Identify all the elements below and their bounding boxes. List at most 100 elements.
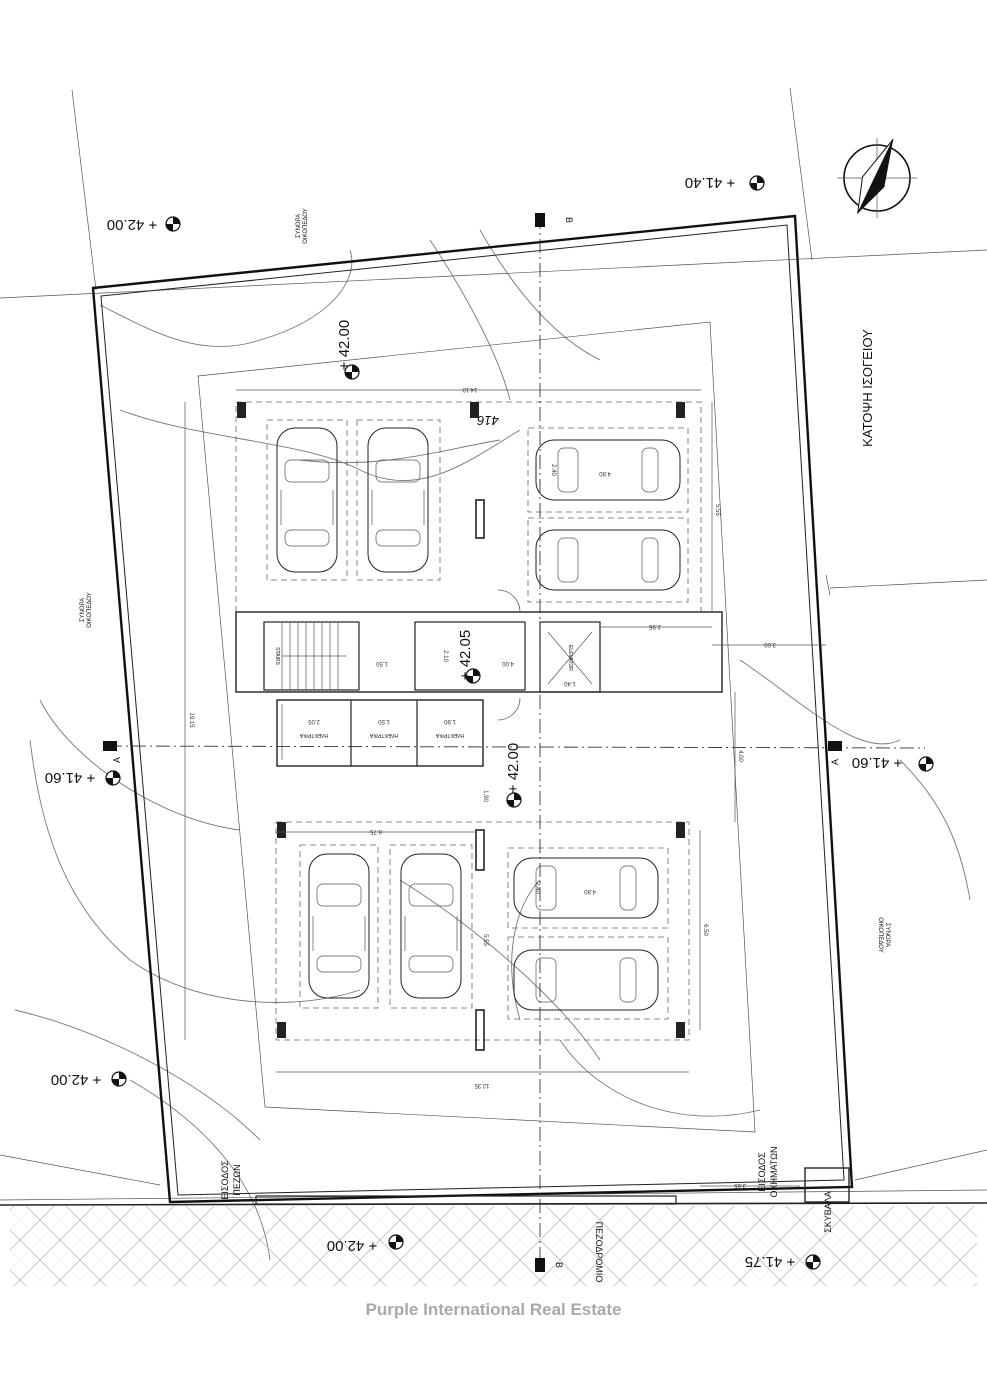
- watermark-text: Purple International Real Estate: [365, 1300, 622, 1319]
- section-a-label: A: [830, 759, 840, 765]
- boundary-label: ΣΥΝΟΡΑ: [296, 214, 302, 238]
- dimension-label: 4.00: [502, 660, 514, 666]
- building-core: [235, 589, 723, 721]
- parking-stall: [266, 419, 348, 581]
- parking-stall: [527, 517, 689, 603]
- car: [367, 427, 429, 573]
- elevation-label: + 41.75: [745, 1253, 795, 1270]
- dimension-lines: [184, 389, 826, 1187]
- dimension-label: 2.95: [649, 623, 661, 629]
- dimension-label: 8.75: [370, 828, 382, 834]
- elevation-label: + 42.00: [107, 216, 157, 233]
- dimension-label: 5.55: [714, 504, 720, 516]
- bins-label: ΣΚΥΒΑΛΑ: [823, 1191, 833, 1233]
- elevation-marker-icon: [465, 668, 481, 684]
- electrical-room-label: ΗΛΕΚΤΡ/ΚΑ: [369, 732, 398, 738]
- dimension-label: 2.40: [534, 882, 540, 894]
- car: [513, 857, 659, 919]
- stair-room: [263, 621, 360, 691]
- dimension-label: 2.40: [550, 464, 556, 476]
- car: [308, 853, 370, 999]
- upper-parking-block: [235, 401, 702, 613]
- dimension-label: 2.10: [442, 650, 448, 662]
- elevation-marker-icon: [918, 756, 934, 772]
- dimension-label: 1.50: [378, 718, 390, 724]
- dimension-label: 19.15: [188, 712, 194, 728]
- elevation-marker-icon: [111, 1071, 127, 1087]
- dimension-label: 1.90: [444, 718, 456, 724]
- pedestrian-entrance-label: ΠΕΖΩΝ: [232, 1164, 242, 1195]
- section-lines: [107, 215, 926, 1270]
- car: [276, 427, 338, 573]
- dimension-label: 2.05: [308, 718, 320, 724]
- elevation-label: + 41.40: [685, 174, 735, 191]
- section-b-label: B: [564, 217, 574, 223]
- property-boundary: [91, 214, 854, 1204]
- cars: [276, 427, 681, 1011]
- parking-stall: [527, 427, 689, 513]
- dimension-label: 1.90: [482, 790, 488, 802]
- elevation-label: + 42.00: [327, 1237, 377, 1254]
- boundary-label: ΣΥΝΟΡΑ: [884, 923, 890, 947]
- setback-zone: [197, 321, 756, 1133]
- elevation-label: + 42.00: [505, 743, 522, 793]
- boundary-label: ΟΙΚΟΠΕΔΟΥ: [877, 917, 883, 953]
- electrical-room-label: ΗΛΕΚΤΡ/ΚΑ: [435, 732, 464, 738]
- vehicle-entrance-label: ΕΙΣΟΔΟΣ: [757, 1152, 767, 1192]
- sidewalk-label: ΠΕΖΟΔΡΟΜΙΟ: [594, 1222, 604, 1283]
- boundary-label: ΟΙΚΟΠΕΔΟΥ: [87, 592, 93, 628]
- street-frontage-wall: [255, 1195, 677, 1205]
- car: [513, 949, 659, 1011]
- section-b-label: B: [554, 1262, 564, 1268]
- elevation-marker-icon: [344, 364, 360, 380]
- parking-stall: [507, 847, 669, 929]
- sidewalk-hatch: [10, 1206, 977, 1286]
- dimension-label: 5.55: [482, 934, 488, 946]
- elevation-markers: [105, 175, 934, 1270]
- bins-enclosure: [804, 1167, 850, 1203]
- section-a-label: A: [112, 757, 122, 763]
- pedestrian-entrance-label: ΕΙΣΟΔΟΣ: [220, 1160, 230, 1200]
- site-context-lines: [0, 87, 987, 1201]
- elevation-marker-icon: [388, 1234, 404, 1250]
- elevation-label: + 42.00: [336, 320, 353, 370]
- dimension-label: 3.00: [764, 641, 776, 647]
- stairs-label: STAIRS: [274, 647, 280, 665]
- dimension-label: 4.80: [584, 888, 596, 894]
- parking-stall: [299, 844, 379, 1009]
- labels: ΚΑΤΟΨΗ ΙΣΟΓΕΙΟΥ ΣΥΝΟΡΑ ΟΙΚΟΠΕΔΟΥ ΣΥΝΟΡΑ …: [45, 174, 902, 1282]
- elevation-label: + 41.60: [45, 769, 95, 786]
- dimension-label: 1.40: [564, 680, 576, 686]
- elevation-marker-icon: [506, 792, 522, 808]
- boundary-label: ΣΥΝΟΡΑ: [80, 598, 86, 622]
- elevation-label: + 41.60: [852, 754, 902, 771]
- electrical-rooms: [276, 699, 484, 767]
- elevation-marker-icon: [165, 216, 181, 232]
- dimension-label: 4.80: [599, 470, 611, 476]
- parking-stall: [507, 936, 669, 1020]
- section-markers: [103, 213, 842, 1272]
- boundary-label: ΟΙΚΟΠΕΔΟΥ: [303, 208, 309, 244]
- plan-title: ΚΑΤΟΨΗ ΙΣΟΓΕΙΟΥ: [860, 329, 875, 447]
- parking-stall: [356, 419, 441, 581]
- lower-parking-block: [275, 821, 690, 1051]
- car: [535, 529, 681, 591]
- elevation-label: + 42.00: [51, 1071, 101, 1088]
- column-mark: 416: [476, 413, 498, 428]
- elevation-marker-icon: [805, 1254, 821, 1270]
- elevation-marker-icon: [105, 770, 121, 786]
- dimension-label: 6.50: [702, 924, 708, 936]
- dimension-label: 4.00: [737, 750, 743, 762]
- elevation-label: + 42.05: [457, 630, 474, 680]
- dimension-label: 14.10: [462, 386, 478, 392]
- car: [400, 853, 462, 999]
- electrical-room-label: ΗΛΕΚΤΡ/ΚΑ: [299, 732, 328, 738]
- lobby: [414, 621, 526, 691]
- elevator-label: ELEVATOR: [567, 645, 573, 671]
- vehicle-entrance-label: ΟΧΗΜΑΤΩΝ: [769, 1147, 779, 1198]
- elevation-marker-icon: [749, 175, 765, 191]
- parking-stall: [389, 844, 473, 1009]
- dimension-label: 12.35: [474, 1082, 490, 1088]
- dimension-label: 3.65: [734, 1182, 746, 1188]
